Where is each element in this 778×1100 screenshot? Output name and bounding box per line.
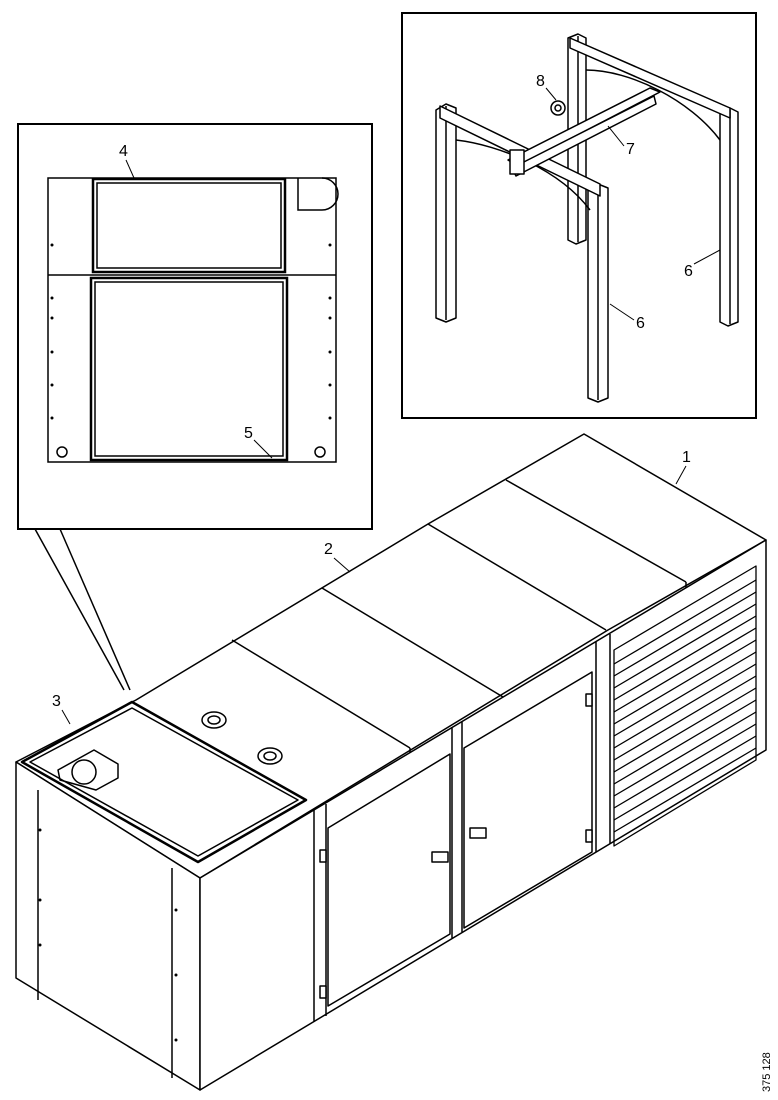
svg-text:8: 8 xyxy=(536,73,545,90)
louvre-grille xyxy=(613,565,757,847)
roof-hatch-3 xyxy=(20,700,308,864)
roof-panel-drawing xyxy=(47,177,339,463)
enclosure-unit-drawing xyxy=(15,433,767,1091)
svg-text:3: 3 xyxy=(52,693,61,710)
front-long-face xyxy=(199,539,767,1091)
svg-text:2: 2 xyxy=(324,541,333,558)
callout-8: 8 xyxy=(536,73,557,101)
svg-text:6: 6 xyxy=(636,315,645,332)
callout-6-front-post: 6 xyxy=(609,303,645,332)
svg-text:7: 7 xyxy=(626,141,635,158)
figure-reference-number: 375 128 xyxy=(761,1052,773,1092)
callout-5: 5 xyxy=(244,425,273,459)
roof-panel-seams xyxy=(231,479,687,760)
roof-panel-fixing-dots xyxy=(50,243,332,420)
svg-text:4: 4 xyxy=(119,143,128,160)
lifting-frame-drawing xyxy=(435,33,739,403)
callout-1: 1 xyxy=(675,449,691,485)
svg-text:1: 1 xyxy=(682,449,691,466)
callout-2: 2 xyxy=(324,541,351,573)
callout-6-right-post: 6 xyxy=(684,249,721,280)
roof-vents xyxy=(201,711,283,765)
detail-box-lifting-frame: 8 7 6 6 xyxy=(401,12,757,419)
callout-4: 4 xyxy=(119,143,135,179)
front-door-2 xyxy=(463,671,593,929)
callout-3: 3 xyxy=(52,693,71,725)
front-door-1 xyxy=(319,753,451,1007)
detail-box-roof-panel: 4 5 xyxy=(17,123,373,691)
svg-text:5: 5 xyxy=(244,425,253,442)
callout-7: 7 xyxy=(607,125,635,158)
svg-text:6: 6 xyxy=(684,263,693,280)
